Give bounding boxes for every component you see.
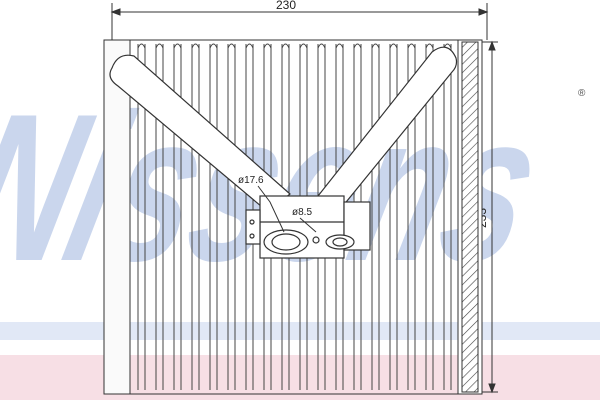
left-header-tank bbox=[103, 39, 131, 395]
tube-cap bbox=[407, 43, 416, 49]
tube-cap bbox=[191, 43, 200, 49]
tube-cap bbox=[317, 43, 326, 49]
tube-cap bbox=[371, 43, 380, 49]
tube-cap bbox=[209, 43, 218, 49]
large-port-label: ø17.6 bbox=[238, 175, 264, 186]
tube-cap bbox=[263, 43, 272, 49]
port-leaders bbox=[257, 185, 317, 233]
tube-cap bbox=[245, 43, 254, 49]
tube-cap bbox=[389, 43, 398, 49]
fitting-block bbox=[245, 195, 371, 259]
tube-cap bbox=[299, 43, 308, 49]
tube-cap bbox=[137, 43, 146, 49]
tube-cap bbox=[173, 43, 182, 49]
right-tank-hatching bbox=[461, 41, 479, 393]
width-label: 230 bbox=[276, 0, 296, 12]
tube-cap bbox=[281, 43, 290, 49]
tube-cap bbox=[155, 43, 164, 49]
width-dimension bbox=[110, 3, 489, 40]
small-port-label: ø8.5 bbox=[292, 207, 312, 218]
tube-cap bbox=[227, 43, 236, 49]
watermark-registered-mark: ® bbox=[578, 88, 586, 99]
right-pipe bbox=[317, 46, 458, 213]
tube-cap bbox=[425, 43, 434, 49]
tube-cap bbox=[353, 43, 362, 49]
tube-cap bbox=[335, 43, 344, 49]
pipes bbox=[109, 46, 458, 213]
